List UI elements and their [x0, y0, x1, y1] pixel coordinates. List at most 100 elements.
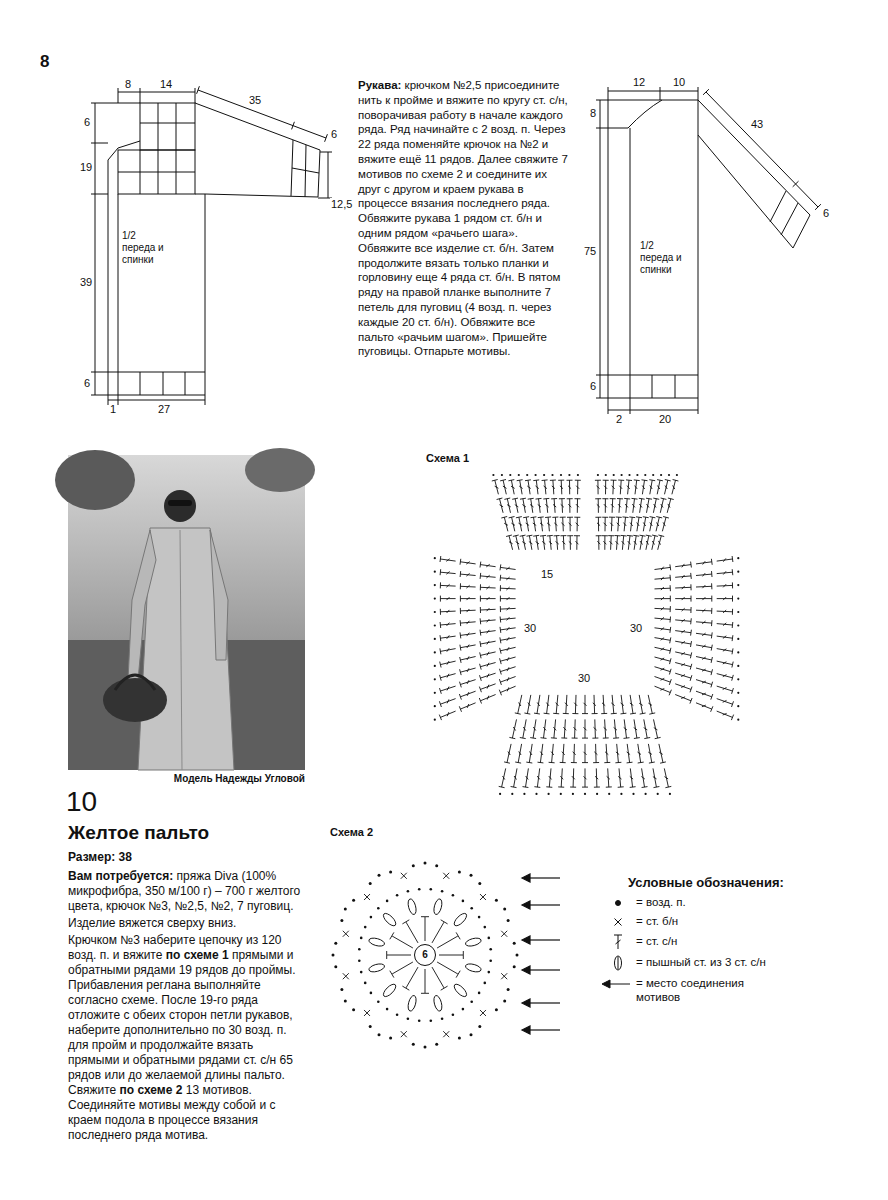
legend-title: Условные обозначения:	[628, 876, 784, 891]
coat-schematic-left	[198, 90, 326, 138]
chain-dot	[434, 624, 436, 626]
stitch-symbol	[608, 535, 614, 536]
coat-schematic-right	[698, 100, 810, 248]
stitch-symbol	[655, 618, 671, 619]
stitch-symbol	[518, 744, 521, 763]
stitch-symbol	[668, 498, 674, 500]
stitch-symbol	[506, 577, 509, 580]
stitch-symbol	[507, 617, 510, 620]
stitch-symbol	[605, 499, 606, 513]
chain-dot	[513, 942, 516, 945]
chain-dot	[389, 870, 392, 873]
stitch-symbol	[696, 633, 712, 635]
join-arrow	[528, 904, 560, 905]
stitch-symbol	[390, 971, 394, 978]
stitch-symbol	[602, 535, 608, 536]
chain-dot	[495, 1008, 498, 1011]
stitch-symbol	[655, 578, 671, 579]
stitch-symbol	[635, 486, 638, 489]
stitch-symbol	[635, 480, 637, 494]
stitch-symbol	[675, 641, 691, 644]
node-text: 6	[415, 945, 435, 965]
stitch-symbol	[601, 713, 607, 714]
stitch-symbol	[620, 480, 622, 494]
stitch-symbol	[440, 675, 442, 681]
stitch-symbol	[546, 786, 552, 788]
stitch-symbol	[519, 523, 523, 525]
chain-dot	[636, 474, 638, 476]
stitch-symbol	[543, 536, 545, 550]
stitch-symbol	[529, 542, 533, 545]
stitch-symbol	[711, 559, 713, 565]
stitch-symbol	[545, 480, 546, 494]
coat-schematic-left	[118, 88, 119, 103]
chain-dot	[737, 611, 739, 613]
legend-entry: = ст. с/н	[636, 934, 677, 948]
stitch-symbol	[664, 768, 668, 787]
stitch-symbol	[526, 762, 532, 764]
stitch-symbol	[554, 535, 560, 536]
stitch-symbol	[638, 752, 642, 755]
stitch-symbol	[524, 713, 530, 714]
coat-schematic-right	[596, 87, 821, 414]
single-crochet-symbol	[443, 1031, 449, 1037]
coat-schematic-left	[185, 372, 186, 395]
coat-schematic-right	[608, 87, 609, 128]
stitch-symbol	[696, 668, 712, 672]
motif-center-ring: 6	[414, 944, 436, 966]
stitch-symbol	[634, 719, 637, 738]
text-paragraph: Крючком №3 наберите цепочку из 120 возд.…	[68, 933, 306, 1143]
stitch-symbol	[459, 706, 461, 712]
stitch-symbol	[655, 737, 661, 738]
stitch-symbol	[618, 504, 621, 507]
stitch-symbol	[460, 610, 475, 612]
stitch-symbol	[460, 691, 475, 697]
pattern-number: 10	[66, 786, 97, 818]
stitch-symbol	[604, 727, 607, 730]
stitch-symbol	[655, 608, 671, 610]
stitch-symbol	[658, 535, 664, 537]
stitch-symbol	[437, 962, 458, 974]
pattern-description: Вам потребуется:пряжа Diva (100% микрофи…	[68, 869, 306, 1145]
stitch-symbol	[621, 713, 627, 715]
stitch-symbol	[560, 517, 566, 518]
stitch-symbol	[528, 480, 530, 494]
puff-stitch-symbol	[432, 995, 443, 1012]
stitch-symbol	[596, 768, 598, 787]
legend-symbol	[615, 919, 622, 926]
stitch-symbol	[503, 486, 507, 488]
stitch-symbol	[711, 632, 713, 638]
coat-schematic-left	[158, 103, 159, 150]
stitch-symbol	[681, 653, 685, 655]
stitch-symbol	[546, 703, 549, 706]
stitch-symbol	[467, 597, 470, 600]
stitch-symbol	[669, 669, 671, 675]
stitch-symbol	[440, 572, 455, 573]
stitch-symbol	[644, 719, 647, 738]
stitch-symbol	[575, 480, 581, 481]
chain-dot	[434, 705, 436, 707]
stitch-symbol	[690, 675, 692, 681]
instruction-text: по схеме 1	[166, 948, 229, 962]
stitch-symbol	[681, 641, 685, 643]
coat-schematic-left	[176, 103, 177, 150]
chain-dot	[737, 624, 739, 626]
stitch-symbol	[732, 622, 734, 628]
stitch-symbol	[406, 967, 418, 988]
legend-entry: = пышный ст. из 3 ст. с/н	[636, 955, 766, 969]
stitch-symbol	[711, 583, 712, 589]
single-crochet-symbol	[401, 873, 407, 879]
stitch-symbol	[507, 647, 509, 651]
crochet-chart-1	[434, 474, 740, 795]
stitch-symbol	[696, 703, 712, 709]
stitch-symbol	[525, 479, 531, 481]
stitch-symbol	[653, 499, 656, 513]
stitch-symbol	[711, 694, 713, 700]
chain-dot	[551, 474, 553, 476]
legend-symbol	[615, 956, 622, 970]
stitch-symbol	[520, 480, 522, 494]
stitch-symbol	[696, 645, 712, 648]
stitch-symbol	[561, 737, 567, 738]
legend-entry: = место соединения мотивов	[636, 976, 761, 1004]
stitch-symbol	[675, 652, 691, 656]
